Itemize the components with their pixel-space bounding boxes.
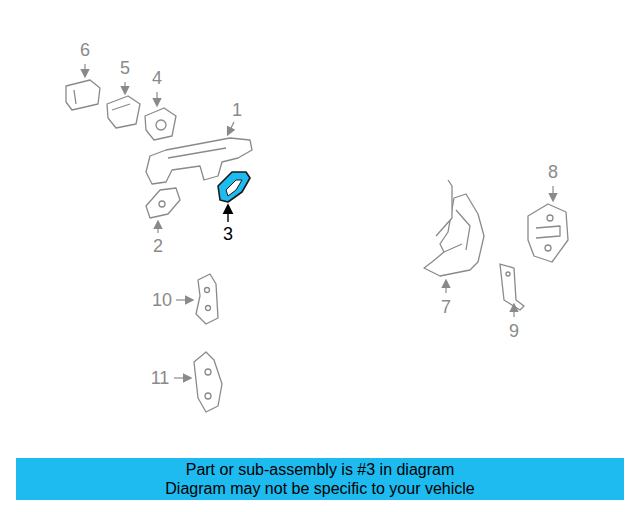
callout-number: 2: [143, 236, 173, 256]
callout-number: 5: [110, 58, 140, 78]
callout-number: 8: [538, 162, 568, 182]
callout-number: 11: [145, 368, 175, 388]
callout-number: 9: [499, 321, 529, 341]
callout-number: 10: [147, 290, 177, 310]
info-banner: Part or sub-assembly is #3 in diagramDia…: [16, 458, 624, 500]
callout-number: 1: [222, 100, 252, 120]
callout-number: 3: [213, 224, 243, 244]
banner-text: Diagram may not be specific to your vehi…: [165, 479, 474, 498]
callout-number: 7: [431, 297, 461, 317]
callout-number: 4: [142, 68, 172, 88]
banner-text: Part or sub-assembly is #3 in diagram: [186, 460, 455, 479]
callout-number: 6: [70, 40, 100, 60]
